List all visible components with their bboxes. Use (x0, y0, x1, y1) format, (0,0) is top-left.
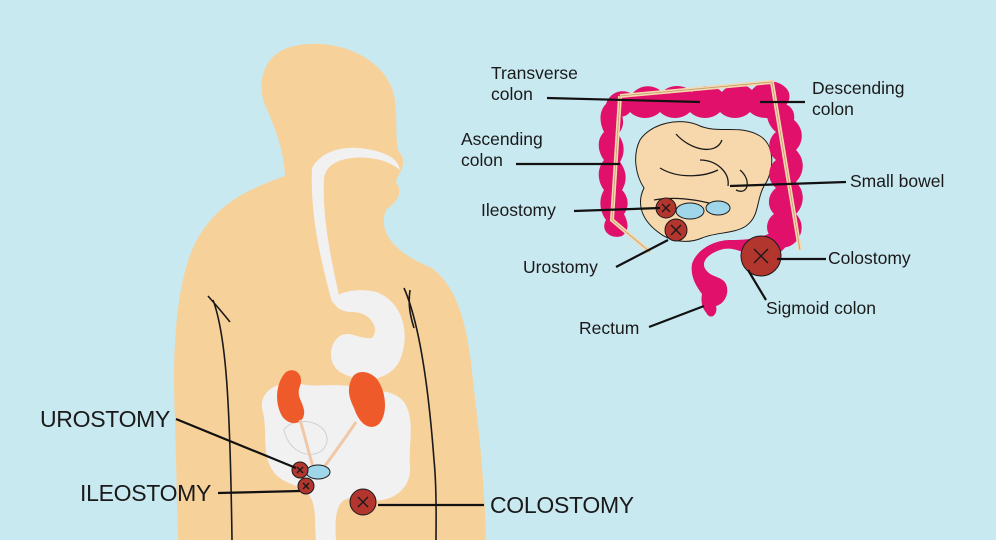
colostomy-big-label: COLOSTOMY (490, 492, 634, 518)
colostomy-label: Colostomy (828, 248, 911, 269)
ascending-colon-label: Ascending colon (461, 129, 543, 171)
ascending-colon-label-line2: colon (461, 150, 543, 171)
ascending-colon-label-line1: Ascending (461, 129, 543, 150)
ileostomy-label: Ileostomy (481, 200, 556, 221)
urostomy-big-label: UROSTOMY (40, 406, 170, 432)
transverse-colon-label: Transverse colon (491, 63, 578, 105)
bladder-icon (676, 203, 704, 219)
rectum-label: Rectum (579, 318, 639, 339)
bladder-icon (706, 201, 730, 215)
urostomy-label: Urostomy (523, 257, 598, 278)
ileostomy-big-label: ILEOSTOMY (80, 480, 211, 506)
descending-colon-label: Descending colon (812, 78, 904, 120)
sigmoid-colon-label: Sigmoid colon (766, 298, 876, 319)
transverse-colon-label-line2: colon (491, 84, 578, 105)
descending-colon-label-line1: Descending (812, 78, 904, 99)
bladder-icon (306, 465, 330, 479)
small-bowel-label: Small bowel (850, 171, 944, 192)
descending-colon-label-line2: colon (812, 99, 904, 120)
transverse-colon-label-line1: Transverse (491, 63, 578, 84)
